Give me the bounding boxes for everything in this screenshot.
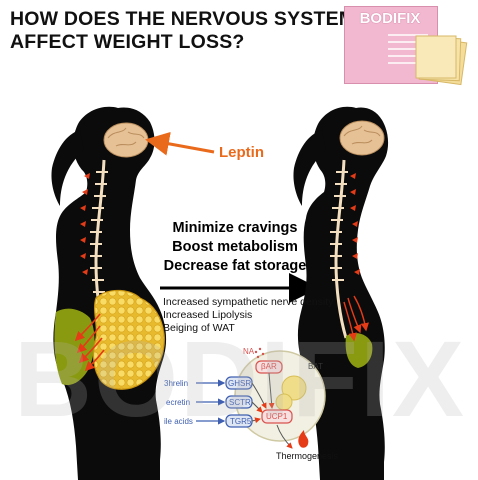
leptin-label: Leptin [219,144,264,161]
title-line-2: AFFECT WEIGHT LOSS? [10,31,245,53]
hormone-secretin: ecretin [166,398,191,407]
effect-item: Beiging of WAT [163,322,235,334]
product-image: BODIFIX [344,4,474,90]
left-silhouette [51,106,167,480]
benefit-item: Decrease fat storage [163,258,307,274]
page-title: HOW DOES THE NERVOUS SYSTEM AFFECT WEIGH… [10,8,356,54]
effect-item: Increased Lipolysis [163,309,253,321]
receptor-sctr: SCTR [229,398,251,407]
effects-list: Increased sympathetic nerve density Incr… [163,296,333,335]
receptor-beta-ar: βAR [261,362,277,371]
title-line-1: HOW DOES THE NERVOUS SYSTEM [10,8,356,30]
effect-item: Increased sympathetic nerve density [163,296,334,308]
thermogenesis-label: Thermogenesis [276,451,339,461]
flame-icon [298,430,309,448]
benefits-list: Minimize cravings Boost metabolism Decre… [150,219,320,276]
receptor-ghsr: GHSR [228,379,252,388]
hormone-bile-acids: ile acids [164,417,193,426]
product-box-text [388,34,428,69]
receptor-tgr5: TGR5 [230,417,252,426]
ucp1-label: UCP1 [266,412,288,421]
na-label: NA [243,347,255,356]
product-brand: BODIFIX [359,10,421,27]
leptin-arrow [145,131,215,156]
hormone-ghrelin: 3hrelin [164,379,189,388]
benefit-item: Minimize cravings [172,220,298,236]
benefit-item: Boost metabolism [172,239,298,255]
bat-label: BAT [308,362,323,371]
cell-diagram [196,347,326,449]
patches-icon [415,35,468,86]
